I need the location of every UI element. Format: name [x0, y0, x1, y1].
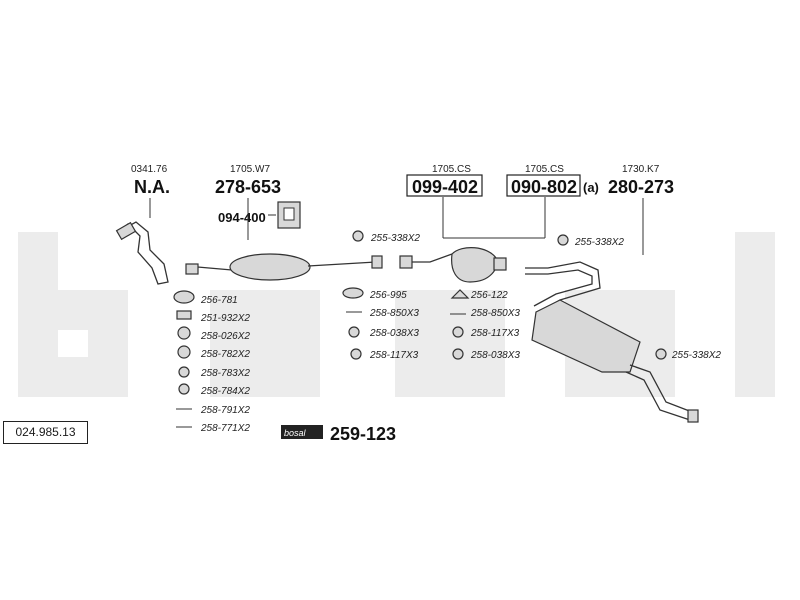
oe-number-1: 0341.76 [131, 164, 168, 175]
accessory-label: 258-782X2 [200, 349, 250, 360]
accessory-label: 258-771X2 [200, 423, 250, 434]
part-suffix-4: (a) [583, 180, 599, 195]
bracket-part [277, 201, 301, 229]
kit-number: 259-123 [330, 424, 396, 444]
front-pipe-part [115, 221, 169, 285]
accessory-label: 258-038X3 [470, 350, 520, 361]
accessory-label: 251-932X2 [200, 313, 250, 324]
accessory-label: 258-850X3 [470, 308, 520, 319]
extra-part-number: 094-400 [218, 210, 266, 225]
part-box-4 [506, 174, 581, 197]
part-number-4: 090-802 [511, 177, 577, 197]
oe-number-4: 1705.CS [525, 164, 564, 175]
part-number-3: 099-402 [412, 177, 478, 197]
accessory-label: 255-338X2 [370, 233, 420, 244]
accessory-label: 258-850X3 [369, 308, 419, 319]
oe-number-5: 1730.K7 [622, 164, 660, 175]
catalog-number-box: 024.985.13 [3, 421, 88, 444]
catalytic-converter-part [399, 247, 507, 283]
oe-number-3: 1705.CS [432, 164, 471, 175]
accessory-label: 255-338X2 [671, 350, 721, 361]
accessory-icons [173, 230, 667, 428]
accessory-label: 258-026X2 [200, 331, 250, 342]
bosal-watermark [18, 232, 775, 397]
accessory-label: 258-783X2 [200, 368, 250, 379]
accessory-label: 256-781 [200, 295, 238, 306]
part-number-2: 278-653 [215, 177, 281, 197]
brand-logo-text: bosal [284, 428, 307, 438]
part-box-3 [406, 174, 483, 197]
accessory-label: 256-122 [470, 290, 508, 301]
accessory-label: 258-117X3 [470, 328, 520, 339]
accessory-label: 258-784X2 [200, 386, 250, 397]
mounting-kit: bosal 259-123 [281, 424, 396, 444]
accessory-label: 258-038X3 [369, 328, 419, 339]
accessory-label: 258-791X2 [200, 405, 250, 416]
oe-number-2: 1705.W7 [230, 164, 270, 175]
accessory-label: 255-338X2 [574, 237, 624, 248]
accessory-label: 256-995 [369, 290, 407, 301]
accessory-label: 258-117X3 [369, 350, 419, 361]
part-number-1: N.A. [134, 177, 170, 197]
part-number-5: 280-273 [608, 177, 674, 197]
rear-silencer-part [525, 261, 699, 423]
front-silencer-part [185, 253, 383, 281]
